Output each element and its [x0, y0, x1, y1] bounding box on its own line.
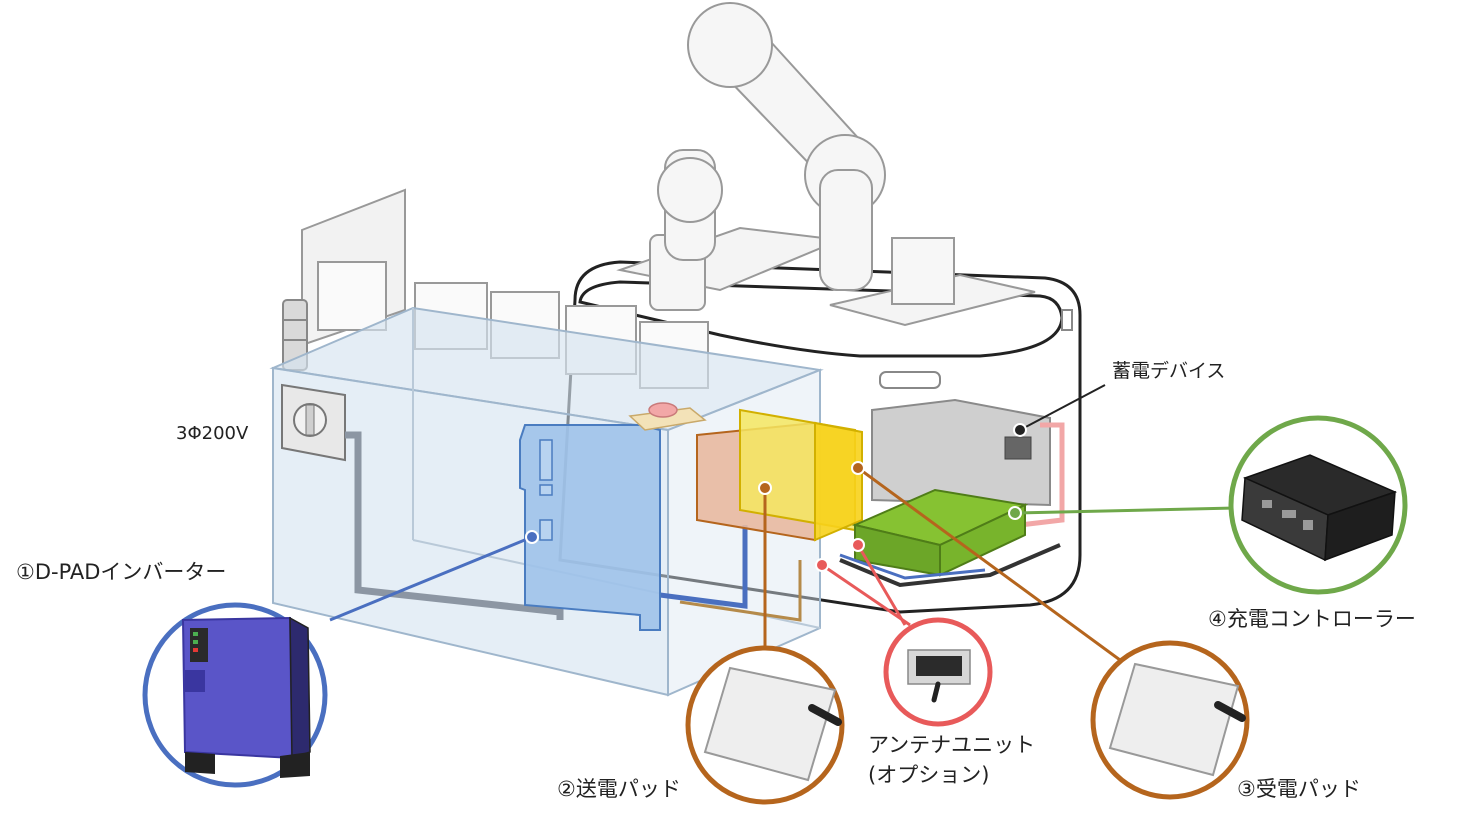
controller-callout-line	[1014, 506, 1236, 515]
pad-signal-cable	[679, 560, 802, 622]
antenna-photo-callout	[883, 617, 993, 727]
robot-base	[839, 543, 1061, 588]
inverter-product-icon	[181, 616, 311, 778]
transmit-pad-product-icon	[703, 666, 837, 782]
inverter-label: ①D-PADインバーター	[16, 560, 227, 584]
antenna-label-line1: アンテナユニット	[868, 733, 1036, 757]
controller-product-icon	[1241, 454, 1398, 562]
robot-base-cable	[839, 553, 986, 580]
inverter-photo-callout	[142, 602, 328, 788]
inverter-callout-line	[329, 535, 533, 622]
receive-pad-label: ③受電パッド	[1237, 777, 1361, 801]
transmit-pad-photo-callout	[685, 645, 845, 805]
receive-pad-product-icon	[1108, 662, 1240, 777]
emergency-stop-icon	[628, 402, 707, 431]
receive-pad-callout-line	[857, 466, 1121, 662]
antenna-label-line2: (オプション)	[868, 763, 990, 787]
antenna-callout-line-a	[821, 563, 911, 627]
transmit-pad-label: ②送電パッド	[557, 777, 681, 801]
power-input-label: 3Φ200V	[176, 423, 249, 444]
receive-pad-photo-callout	[1090, 640, 1250, 800]
antenna-product-icon	[907, 649, 971, 703]
charge-controller-unit	[851, 488, 1029, 577]
inverter-output-cable	[659, 525, 748, 609]
callout-lines	[329, 384, 1236, 662]
callout-dots	[525, 423, 1027, 572]
storage-device-unit	[871, 398, 1065, 528]
storage-callout-line	[1019, 384, 1106, 431]
tray-box	[891, 237, 955, 305]
robot-side-slot	[1061, 309, 1073, 331]
robot-arm	[649, 2, 886, 311]
inverter-unit	[519, 424, 661, 631]
power-cable	[345, 431, 564, 620]
storage-device-label: 蓄電デバイス	[1112, 360, 1226, 382]
antenna-callout-line-b	[856, 544, 907, 626]
breaker-switch-icon	[281, 383, 346, 462]
controller-photo-callout	[1228, 415, 1408, 595]
charge-controller-label: ④充電コントローラー	[1208, 607, 1416, 631]
robot-handle	[879, 371, 941, 389]
